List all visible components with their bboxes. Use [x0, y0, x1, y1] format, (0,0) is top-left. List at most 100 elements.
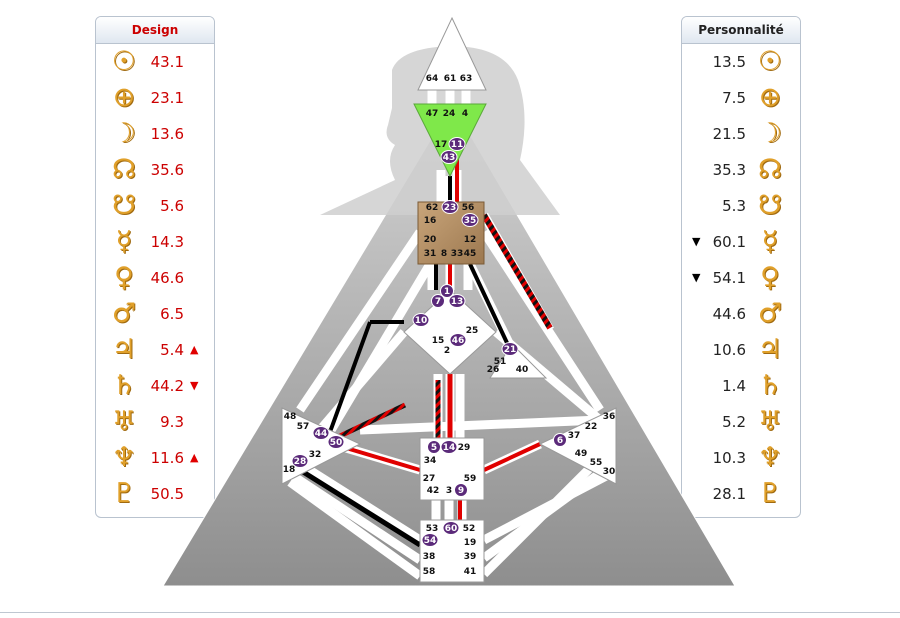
svg-text:64: 64	[426, 74, 439, 84]
gate-62: 62	[426, 203, 439, 213]
pluto-icon: ♇	[757, 478, 783, 509]
mars-icon: ♂	[757, 298, 783, 329]
gate-38: 38	[423, 552, 436, 562]
gate-9: 9	[454, 483, 468, 497]
svg-text:20: 20	[424, 235, 437, 245]
gate-14: 14	[440, 440, 458, 454]
sun-icon: ☉	[757, 46, 783, 77]
venus-icon: ♀	[114, 262, 134, 293]
gate-22: 22	[585, 422, 598, 432]
svg-text:7: 7	[435, 297, 441, 307]
planet-value: 50.5	[150, 485, 184, 503]
svg-text:39: 39	[464, 552, 477, 562]
svg-text:52: 52	[463, 524, 476, 534]
exalted-marker: ▲	[190, 451, 199, 464]
gate-20: 20	[424, 235, 437, 245]
north-node-icon: ☊	[112, 154, 136, 185]
svg-text:13: 13	[451, 297, 464, 307]
svg-text:25: 25	[466, 326, 479, 336]
planet-value: 11.6	[150, 449, 184, 467]
personality-row-moon: ☽21.5	[682, 116, 800, 152]
planet-value: 5.6	[160, 197, 184, 215]
svg-text:58: 58	[423, 567, 436, 577]
gate-26: 26	[487, 365, 500, 375]
personality-panel: Personnalité ☉13.5⊕7.5☽21.5☊35.3☋5.3☿60.…	[681, 16, 801, 518]
gate-18: 18	[283, 465, 296, 475]
personality-row-mercury: ☿60.1▼	[682, 224, 800, 260]
gate-13: 13	[448, 294, 466, 308]
svg-text:43: 43	[443, 153, 456, 163]
gate-8: 8	[441, 249, 447, 259]
svg-text:8: 8	[441, 249, 447, 259]
design-row-moon: ☽13.6	[96, 116, 214, 152]
planet-value: 46.6	[150, 269, 184, 287]
head-center	[417, 16, 487, 91]
planet-value: 43.1	[150, 53, 184, 71]
svg-text:19: 19	[464, 538, 477, 548]
personality-row-venus: ♀54.1▼	[682, 260, 800, 296]
planet-value: 7.5	[722, 89, 746, 107]
svg-text:51: 51	[494, 357, 507, 367]
design-row-sun: ☉ 43.1	[96, 44, 214, 80]
svg-text:31: 31	[424, 249, 437, 259]
gate-60: 60	[442, 521, 460, 535]
planet-value: 13.5	[712, 53, 746, 71]
svg-text:59: 59	[464, 474, 477, 484]
gate-12: 12	[464, 235, 477, 245]
detriment-marker: ▼	[692, 235, 701, 248]
planet-value: 5.3	[722, 197, 746, 215]
svg-text:44: 44	[315, 429, 328, 439]
gate-41: 41	[464, 567, 477, 577]
gate-4: 4	[462, 109, 468, 119]
svg-text:41: 41	[464, 567, 477, 577]
planet-value: 35.3	[712, 161, 746, 179]
design-row-south-node: ☋5.6	[96, 188, 214, 224]
planet-value: 10.3	[712, 449, 746, 467]
svg-text:63: 63	[460, 74, 473, 84]
exalted-marker: ▲	[190, 343, 199, 356]
gate-34: 34	[424, 456, 437, 466]
sun-icon: ☉	[111, 46, 137, 77]
activation-line	[483, 442, 541, 472]
gate-39: 39	[464, 552, 477, 562]
jupiter-icon: ♃	[111, 334, 137, 365]
gate-46: 46	[449, 333, 467, 347]
planet-value: 60.1	[712, 233, 746, 251]
svg-text:22: 22	[585, 422, 598, 432]
svg-text:36: 36	[603, 412, 616, 422]
channel-activations	[298, 150, 553, 548]
personality-row-neptune: ♆10.3	[682, 440, 800, 476]
personality-title: Personnalité	[682, 17, 800, 44]
planet-value: 44.2	[150, 377, 184, 395]
gate-17: 17	[435, 140, 448, 150]
gate-27: 27	[423, 474, 436, 484]
gate-53: 53	[426, 524, 439, 534]
svg-text:17: 17	[435, 140, 448, 150]
gate-7: 7	[431, 294, 445, 308]
design-row-north-node: ☊35.6	[96, 152, 214, 188]
personality-row-sun: ☉ 13.5	[682, 44, 800, 80]
svg-text:3: 3	[446, 486, 452, 496]
gate-35: 35	[461, 213, 479, 227]
planet-value: 10.6	[712, 341, 746, 359]
gate-10: 10	[412, 313, 430, 327]
channel	[297, 460, 423, 544]
personality-row-jupiter: ♃10.6	[682, 332, 800, 368]
detriment-marker: ▼	[692, 271, 701, 284]
design-row-jupiter: ♃5.4▲	[96, 332, 214, 368]
gate-31: 31	[424, 249, 437, 259]
gate-49: 49	[575, 449, 588, 459]
personality-row-earth: ⊕ 7.5	[682, 80, 800, 116]
gate-25: 25	[466, 326, 479, 336]
gate-59: 59	[464, 474, 477, 484]
svg-text:32: 32	[309, 450, 322, 460]
svg-text:38: 38	[423, 552, 436, 562]
planet-value: 14.3	[150, 233, 184, 251]
earth-icon: ⊕	[758, 82, 782, 113]
bottom-divider	[0, 612, 900, 613]
svg-text:33: 33	[451, 249, 464, 259]
svg-text:47: 47	[426, 109, 439, 119]
mercury-icon: ☿	[115, 226, 133, 257]
activation-line	[328, 321, 372, 433]
svg-text:4: 4	[462, 109, 468, 119]
